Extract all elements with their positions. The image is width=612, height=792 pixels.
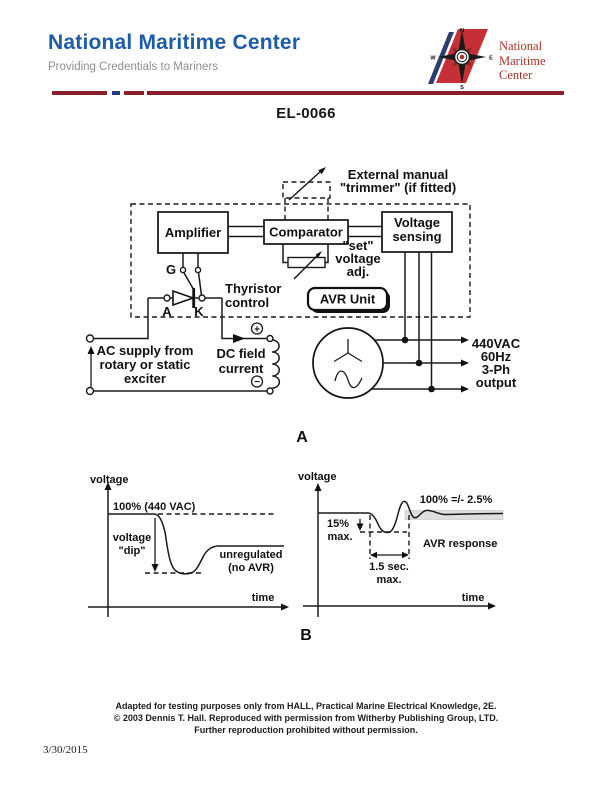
voltage-sensing-label2: sensing (392, 229, 441, 244)
divider-seg-red3 (147, 91, 564, 95)
field-label2: current (219, 361, 264, 376)
divider-seg-red1 (52, 91, 107, 95)
org-tagline: Providing Credentials to Mariners (48, 61, 219, 73)
generator-symbol (312, 327, 384, 399)
dc-field-circuit (221, 298, 281, 395)
compass-w: W (430, 56, 436, 62)
divider-seg-blue (112, 91, 120, 95)
right-band-label: 100% =/- 2.5% (420, 494, 493, 506)
anode-label: A (162, 304, 172, 319)
set-adj-label2: voltage (335, 251, 381, 266)
voltage-sensing-box (381, 211, 453, 253)
footer-attribution: Adapted for testing purposes only from H… (0, 701, 612, 736)
compass-s: S (460, 85, 464, 90)
document-date: 3/30/2015 (43, 744, 88, 756)
cathode-label: K (194, 304, 204, 319)
compass-e: E (489, 56, 493, 62)
footer-line3: Further reproduction prohibited without … (194, 724, 418, 735)
avr-unit-label: AVR Unit (320, 292, 376, 307)
footer-line1: Adapted for testing purposes only from H… (115, 701, 497, 711)
output-label2: 60Hz (481, 349, 512, 364)
left-level-label: 100% (440 VAC) (113, 501, 196, 513)
avr-unit-tag: AVR Unit (306, 286, 390, 313)
graph-no-avr-axes (88, 482, 289, 617)
figure-b-label: B (300, 627, 312, 644)
voltage-sensing-label1: Voltage (394, 215, 440, 230)
left-y-axis-label: voltage (90, 474, 129, 486)
amplifier-box (157, 211, 229, 254)
amplifier-label: Amplifier (165, 225, 221, 240)
set-voltage-pot (282, 244, 329, 280)
right-curve-label: AVR response (423, 538, 497, 550)
thyristor-label1: Thyristor (225, 281, 281, 296)
left-curve-label2: (no AVR) (228, 562, 274, 574)
output-label4: output (476, 375, 517, 390)
set-adj-label3: adj. (347, 264, 369, 279)
figure-a-label: A (296, 429, 308, 446)
field-plus-sign: + (254, 325, 260, 336)
logo-stripe (428, 32, 454, 84)
trimmer-label-line1: External manual (348, 167, 448, 182)
right-recovery-label2: max. (376, 574, 401, 586)
graph-no-avr-curve (108, 513, 284, 575)
output-label1: 440VAC (472, 336, 521, 351)
right-recovery-label1: 1.5 sec. (369, 561, 409, 573)
output-label3: 3-Ph (482, 362, 510, 377)
divider-seg-red2 (124, 91, 144, 95)
left-curve-label1: unregulated (220, 549, 283, 561)
footer-line2: © 2003 Dennis T. Hall. Reproduced with p… (113, 712, 499, 723)
nmc-logo: N W E S (428, 28, 493, 90)
left-x-axis-label: time (252, 592, 275, 604)
comparator-label: Comparator (269, 225, 343, 240)
graph-avr-axes (303, 483, 496, 617)
ac-supply-wires (85, 298, 267, 396)
figure-a-diagram: External manual "trimmer" (if fitted) Am… (85, 167, 521, 446)
logo-word-line2: Maritime (499, 53, 546, 68)
figure-b-graphs: voltage time 100% (440 VAC) voltage "dip… (88, 471, 504, 617)
right-dip-label2: max. (327, 531, 352, 543)
page-title: EL-0066 (276, 105, 336, 122)
left-dip-label2: "dip" (119, 545, 146, 557)
avr-unit-boundary (130, 203, 471, 318)
logo-wordmark: National Maritime Center (499, 39, 546, 83)
right-dip-label1: 15% (327, 518, 349, 530)
compass-n: N (460, 28, 464, 34)
right-x-axis-label: time (462, 592, 485, 604)
left-dip-label1: voltage (113, 532, 152, 544)
field-label1: DC field (216, 346, 265, 361)
block-bus-lines (228, 225, 382, 238)
thyristor-symbol (148, 253, 222, 308)
logo-word-line1: National (499, 39, 543, 53)
graph-avr-curve (318, 500, 504, 559)
field-minus-sign: − (254, 377, 260, 388)
comparator-box (263, 219, 349, 245)
gate-label: G (166, 262, 176, 277)
trimmer-label-line2: "trimmer" (if fitted) (340, 180, 456, 195)
thyristor-label2: control (225, 295, 269, 310)
right-y-axis-label: voltage (298, 471, 337, 483)
compass-rose-icon: N W E S (430, 28, 493, 90)
supply-label2: rotary or static (99, 357, 190, 372)
supply-label3: exciter (124, 371, 166, 386)
external-trimmer-symbol (282, 167, 331, 220)
output-lines (371, 252, 469, 393)
org-title: National Maritime Center (48, 31, 301, 54)
supply-label1: AC supply from (97, 343, 194, 358)
set-adj-label1: "set" (342, 238, 373, 253)
logo-word-line3: Center (499, 68, 533, 82)
